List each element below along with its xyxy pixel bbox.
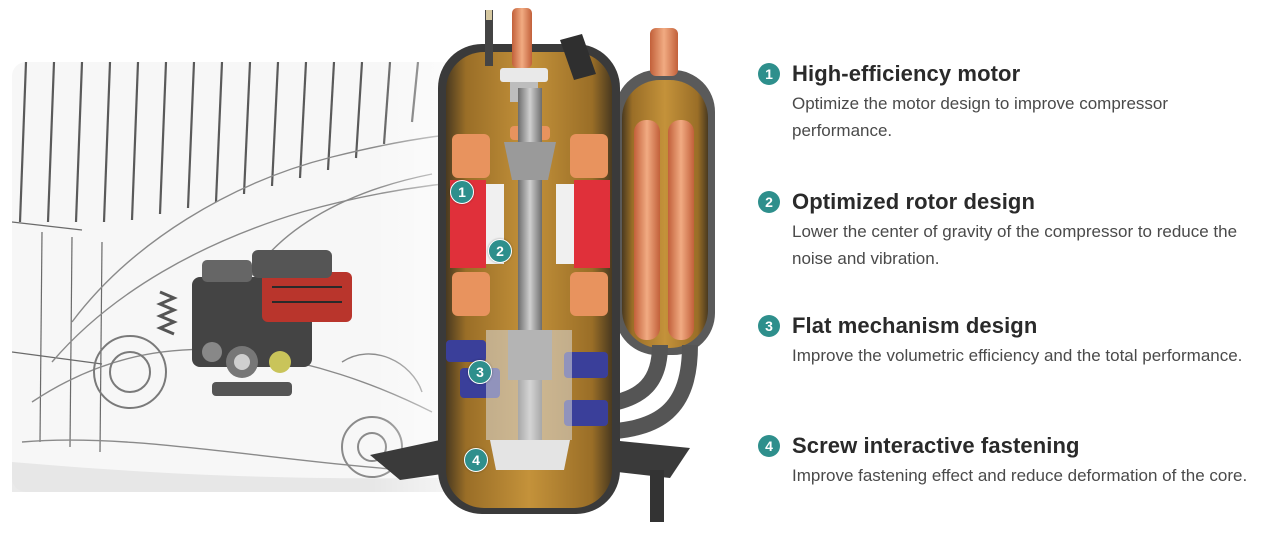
feature-description: Improve fastening effect and reduce defo… xyxy=(792,466,1248,485)
feature-title: Optimized rotor design xyxy=(792,189,1035,214)
feature-item: 1 High-efficiency motor Optimize the mot… xyxy=(758,58,1258,144)
feature-heading: 1 High-efficiency motor xyxy=(758,58,1258,90)
feature-heading: 2 Optimized rotor design xyxy=(758,186,1258,218)
feature-description: Lower the center of gravity of the compr… xyxy=(792,222,1238,268)
feature-item: 3 Flat mechanism design Improve the volu… xyxy=(758,310,1258,369)
feature-description: Improve the volumetric efficiency and th… xyxy=(792,346,1243,365)
car-engine-sketch xyxy=(12,62,492,492)
callout-badge-4: 4 xyxy=(464,448,488,472)
callout-badge-3: 3 xyxy=(468,360,492,384)
feature-title: Screw interactive fastening xyxy=(792,433,1080,458)
callout-badge-2: 2 xyxy=(488,239,512,263)
number-badge: 3 xyxy=(758,315,780,337)
feature-title: Flat mechanism design xyxy=(792,313,1038,338)
number-badge: 2 xyxy=(758,191,780,213)
callout-badge-1: 1 xyxy=(450,180,474,204)
feature-title: High-efficiency motor xyxy=(792,61,1021,86)
feature-heading: 3 Flat mechanism design xyxy=(758,310,1258,342)
number-badge: 4 xyxy=(758,435,780,457)
number-badge: 1 xyxy=(758,63,780,85)
feature-heading: 4 Screw interactive fastening xyxy=(758,430,1258,462)
feature-item: 4 Screw interactive fastening Improve fa… xyxy=(758,430,1258,489)
compressor-cutaway-illustration xyxy=(370,8,715,522)
feature-item: 2 Optimized rotor design Lower the cente… xyxy=(758,186,1258,272)
feature-description: Optimize the motor design to improve com… xyxy=(792,94,1169,140)
